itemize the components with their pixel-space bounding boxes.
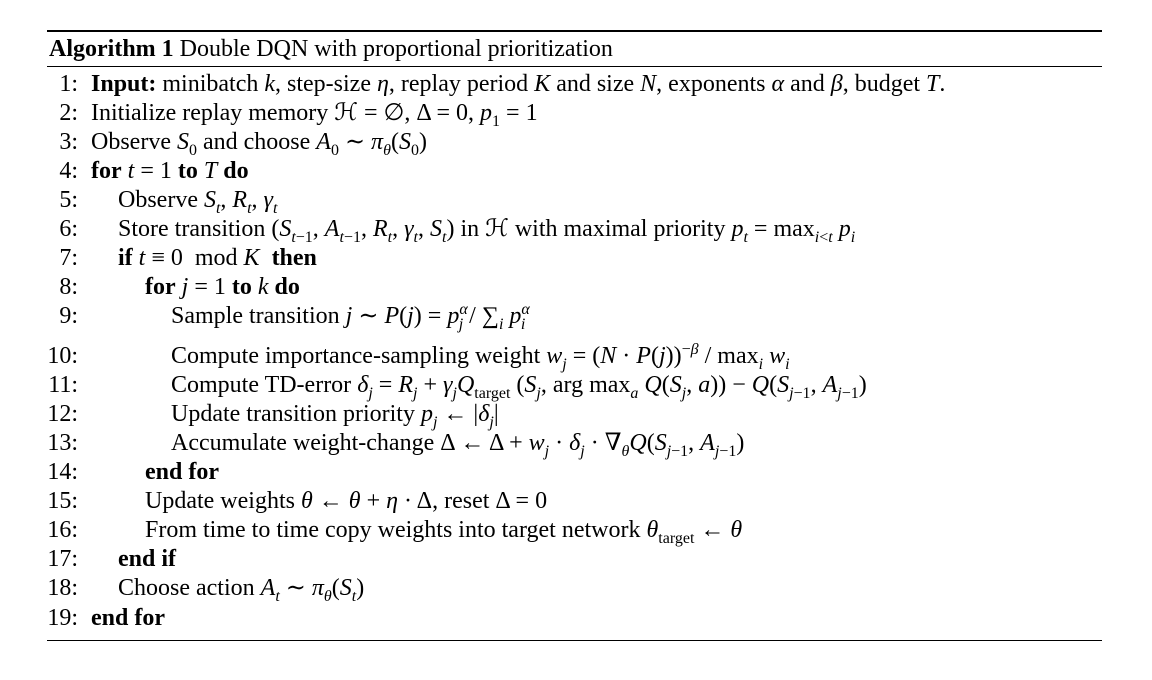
line-number: 14:: [47, 459, 78, 485]
line-text: for t = 1 to T do: [91, 158, 249, 184]
algorithm-line: 2: Initialize replay memory ℋ = ∅, Δ = 0…: [47, 99, 1102, 130]
algorithm-line: 17: end if: [47, 545, 1102, 574]
line-number: 19:: [47, 605, 78, 631]
algorithm-line: 19: end for: [47, 604, 1102, 633]
line-text: Input: minibatch k, step-size η, replay …: [91, 71, 946, 97]
top-rule: [47, 30, 1102, 32]
line-text: Observe St, Rt, γt: [118, 187, 278, 217]
line-text: Accumulate weight-change Δ ← Δ + wj · δj…: [171, 430, 745, 460]
line-text: Update transition priority pj ← |δj|: [171, 401, 499, 431]
line-text: Initialize replay memory ℋ = ∅, Δ = 0, p…: [91, 100, 538, 130]
algorithm-line: 5: Observe St, Rt, γt: [47, 186, 1102, 217]
algorithm-line: 13: Accumulate weight-change Δ ← Δ + wj …: [47, 429, 1102, 460]
algorithm-line: 14: end for: [47, 458, 1102, 487]
line-number: 12:: [47, 401, 78, 427]
algorithm-line: 3: Observe S0 and choose A0 ∼ πθ(S0): [47, 128, 1102, 159]
algorithm-line: 18: Choose action At ∼ πθ(St): [47, 574, 1102, 605]
line-number: 9:: [59, 303, 78, 329]
line-text: Store transition (St−1, At−1, Rt, γt, St…: [118, 216, 856, 246]
algorithm-line: 15: Update weights θ ← θ + η · Δ, reset …: [47, 487, 1102, 516]
algorithm-line: 9: Sample transition j ∼ P(j) = pαj / ∑i…: [47, 301, 1102, 333]
line-number: 5:: [59, 187, 78, 213]
line-number: 15:: [47, 488, 78, 514]
line-text: Sample transition j ∼ P(j) = pαj / ∑i pα…: [171, 301, 530, 333]
line-number: 8:: [59, 274, 78, 300]
line-number: 6:: [59, 216, 78, 242]
line-text: end for: [91, 605, 165, 631]
algorithm-line: 10: Compute importance-sampling weight w…: [47, 341, 1102, 373]
line-text: Choose action At ∼ πθ(St): [118, 575, 365, 605]
algorithm-line: 4: for t = 1 to T do: [47, 157, 1102, 186]
algorithm-line: 1: Input: minibatch k, step-size η, repl…: [47, 70, 1102, 99]
line-number: 2:: [59, 100, 78, 126]
line-text: From time to time copy weights into targ…: [145, 517, 743, 547]
algorithm-line: 16: From time to time copy weights into …: [47, 516, 1102, 547]
line-text: end for: [145, 459, 219, 485]
algorithm-line: 7: if t ≡ 0 mod K then: [47, 244, 1102, 273]
line-number: 4:: [59, 158, 78, 184]
line-number: 1:: [59, 71, 78, 97]
line-number: 17:: [47, 546, 78, 572]
line-text: end if: [118, 546, 177, 572]
line-text: for j = 1 to k do: [145, 274, 300, 300]
line-number: 3:: [59, 129, 78, 155]
line-number: 18:: [47, 575, 78, 601]
line-text: Compute TD-error δj = Rj + γjQtarget (Sj…: [171, 372, 867, 402]
line-text: if t ≡ 0 mod K then: [118, 245, 317, 271]
line-number: 16:: [47, 517, 78, 543]
line-number: 7:: [59, 245, 78, 271]
algorithm-label: Algorithm 1: [49, 36, 174, 62]
line-text: Observe S0 and choose A0 ∼ πθ(S0): [91, 129, 427, 159]
line-number: 11:: [48, 372, 78, 398]
bottom-rule: [47, 640, 1102, 641]
line-text: Compute importance-sampling weight wj = …: [171, 341, 790, 373]
line-text: Update weights θ ← θ + η · Δ, reset Δ = …: [145, 488, 548, 514]
header-rule: [47, 66, 1102, 67]
algorithm-line: 11: Compute TD-error δj = Rj + γjQtarget…: [47, 371, 1102, 402]
algorithm-line: 12: Update transition priority pj ← |δj|: [47, 400, 1102, 431]
line-number: 13:: [47, 430, 78, 456]
line-number: 10:: [47, 343, 78, 369]
algorithm-line: 6: Store transition (St−1, At−1, Rt, γt,…: [47, 215, 1102, 246]
algorithm-header: Algorithm 1 Double DQN with proportional…: [49, 35, 613, 63]
algorithm-title: Double DQN with proportional prioritizat…: [179, 36, 613, 62]
algorithm-line: 8: for j = 1 to k do: [47, 273, 1102, 302]
